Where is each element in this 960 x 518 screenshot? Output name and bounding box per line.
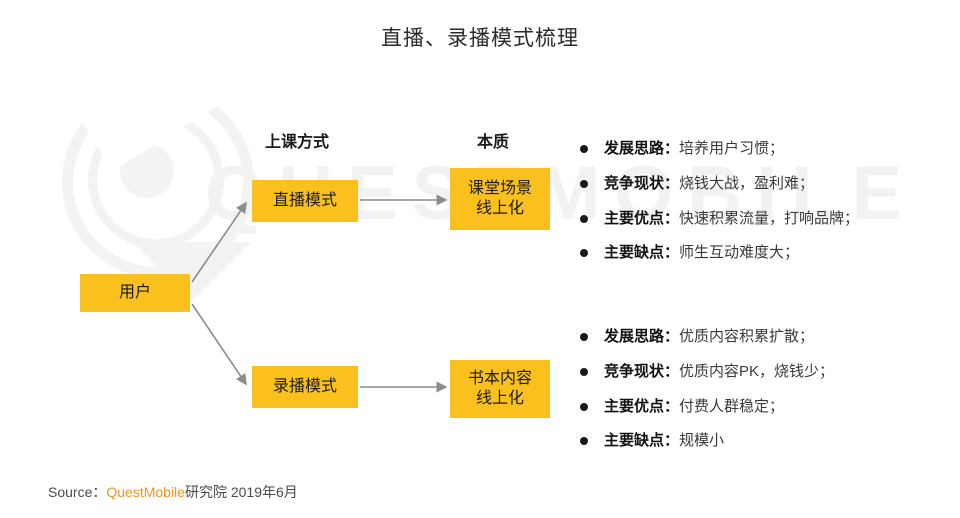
bullet-dot-icon — [580, 249, 588, 258]
record-bullet-value: 付费人群稳定； — [679, 397, 785, 415]
record-bullet-item: 主要缺点：规模小 — [580, 430, 940, 453]
node-record-essence-line2: 线上化 — [475, 390, 524, 407]
node-user[interactable]: 用户 — [80, 274, 190, 312]
record-bullet-item: 主要优点：付费人群稳定； — [580, 396, 940, 419]
bullet-group-record-mode: 发展思路：优质内容积累扩散； 竞争现状：优质内容PK，烧钱少； 主要优点：付费人群稳… — [580, 326, 940, 465]
record-bullet-label: 主要优点： — [604, 397, 680, 415]
live-bullet-label: 主要优点： — [604, 209, 680, 227]
live-bullet-value: 培养用户习惯； — [679, 140, 785, 157]
live-bullet-label: 竞争现状： — [604, 174, 680, 192]
node-live-essence[interactable]: 课堂场景 线上化 — [450, 168, 550, 230]
record-bullet-value: 优质内容PK，烧钱少； — [679, 362, 835, 380]
source-line: Source：QuestMobile研究院 2019年6月 — [48, 482, 298, 502]
node-live-essence-line2: 线上化 — [475, 200, 524, 217]
column-header-teaching-method: 上课方式 — [265, 134, 330, 151]
record-bullet-item: 竞争现状：优质内容PK，烧钱少； — [580, 361, 940, 384]
live-bullet-text: 主要缺点：师生互动难度大； — [604, 242, 799, 265]
live-bullet-label: 发展思路： — [604, 140, 680, 157]
node-live-essence-line1: 课堂场景 — [467, 179, 532, 197]
arrow-user-to-live — [191, 201, 247, 283]
record-bullet-label: 主要缺点： — [604, 432, 680, 450]
bullet-dot-icon — [580, 437, 588, 446]
source-suffix: 研究院 2019年6月 — [184, 484, 298, 500]
record-bullet-value: 优质内容积累扩散； — [679, 328, 815, 345]
bullet-dot-icon — [580, 402, 588, 411]
live-bullet-text: 竞争现状：烧钱大战，盈利难； — [604, 173, 814, 196]
source-prefix: Source： — [48, 484, 107, 500]
page-title: 直播、录播模式梳理 — [381, 27, 579, 50]
record-bullet-label: 竞争现状： — [604, 362, 680, 380]
column-header-essence: 本质 — [477, 134, 510, 151]
record-bullet-text: 主要优点：付费人群稳定； — [604, 396, 784, 419]
live-bullet-value: 快速积累流量，打响品牌； — [679, 209, 860, 227]
live-bullet-value: 烧钱大战，盈利难； — [679, 174, 815, 192]
record-bullet-item: 发展思路：优质内容积累扩散； — [580, 326, 940, 349]
live-bullet-label: 主要缺点： — [604, 244, 680, 262]
bullet-group-live-mode: 发展思路：培养用户习惯； 竞争现状：烧钱大战，盈利难； 主要优点：快速积累流量，打响… — [580, 138, 940, 277]
bullet-dot-icon — [580, 145, 588, 153]
arrow-user-to-record — [191, 303, 247, 386]
record-bullet-text: 竞争现状：优质内容PK，烧钱少； — [604, 361, 834, 384]
live-bullet-item: 发展思路：培养用户习惯； — [580, 138, 940, 161]
bullet-dot-icon — [580, 333, 588, 341]
live-bullet-item: 竞争现状：烧钱大战，盈利难； — [580, 173, 940, 196]
record-bullet-label: 发展思路： — [604, 328, 680, 345]
bullet-dot-icon — [580, 367, 588, 376]
node-live-mode[interactable]: 直播模式 — [252, 180, 358, 222]
node-record-essence[interactable]: 书本内容 线上化 — [450, 360, 550, 418]
bullet-dot-icon — [580, 214, 588, 223]
live-bullet-value: 师生互动难度大； — [679, 244, 800, 262]
live-bullet-text: 发展思路：培养用户习惯； — [604, 138, 784, 161]
node-record-mode[interactable]: 录播模式 — [252, 366, 358, 408]
record-bullet-text: 发展思路：优质内容积累扩散； — [604, 326, 814, 349]
record-bullet-value: 规模小 — [679, 432, 725, 450]
bullet-dot-icon — [580, 179, 588, 188]
live-bullet-item: 主要缺点：师生互动难度大； — [580, 242, 940, 265]
source-brand: QuestMobile — [106, 484, 185, 500]
live-bullet-text: 主要优点：快速积累流量，打响品牌； — [604, 208, 859, 231]
node-record-essence-line1: 书本内容 — [467, 369, 532, 387]
live-bullet-item: 主要优点：快速积累流量，打响品牌； — [580, 208, 940, 231]
record-bullet-text: 主要缺点：规模小 — [604, 430, 724, 453]
